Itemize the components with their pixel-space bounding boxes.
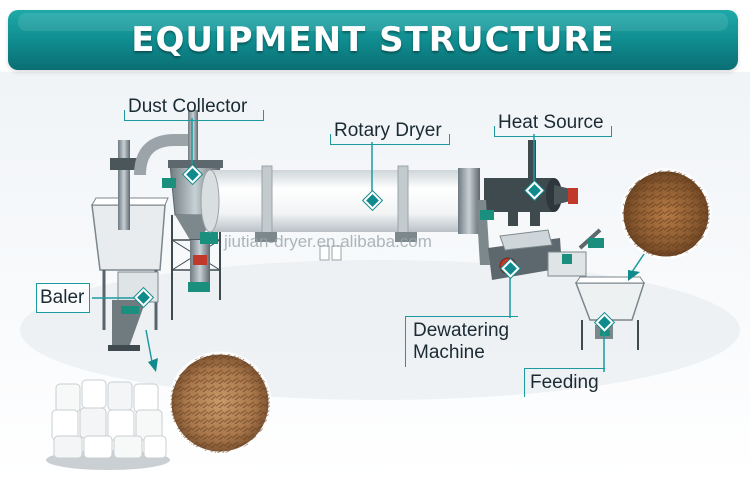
label-heat-source: Heat Source <box>498 112 604 134</box>
label-feeding: Feeding <box>530 372 599 394</box>
label-dewatering-line1: Dewatering <box>413 320 509 342</box>
wet-material-photo <box>622 170 710 258</box>
label-baler: Baler <box>40 287 84 309</box>
dried-material-photo <box>170 353 270 453</box>
watermark-text: jiutian-dryer.en.alibaba.com <box>224 232 432 252</box>
label-dewatering-machine: Dewatering Machine <box>413 320 509 364</box>
bale-bags-photo <box>46 380 170 470</box>
label-dewatering-line2: Machine <box>413 342 509 364</box>
label-dust-collector: Dust Collector <box>128 96 247 118</box>
label-rotary-dryer: Rotary Dryer <box>334 120 442 142</box>
